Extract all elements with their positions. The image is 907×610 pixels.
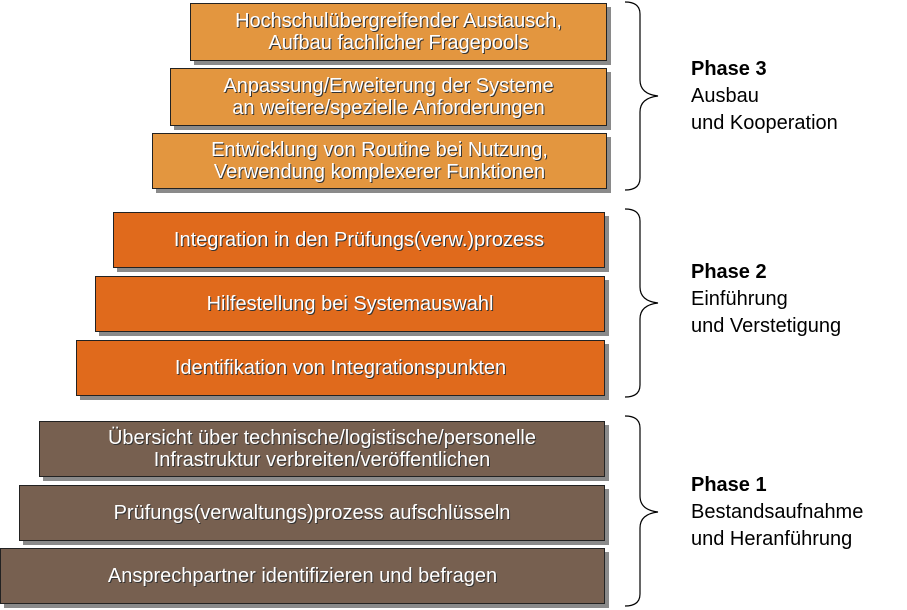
phase3-line1: Ausbau — [691, 85, 759, 107]
phase1-line1: Bestandsaufnahme — [691, 501, 864, 523]
phase2-title: Phase 2 — [691, 261, 767, 283]
phase3-step-3: Entwicklung von Routine bei Nutzung, Ver… — [152, 133, 607, 189]
phase1-brace-icon — [624, 415, 659, 607]
phase3-step-1: Hochschulübergreifender Austausch, Aufba… — [190, 3, 607, 61]
phase2-line2: und Verstetigung — [691, 315, 842, 337]
phase2-step-2: Hilfestellung bei Systemauswahl — [95, 276, 605, 332]
phase2-step-3: Identifikation von Integrationspunkten — [76, 340, 605, 396]
phase3-title: Phase 3 — [691, 58, 767, 80]
phase1-step-3: Ansprechpartner identifizieren und befra… — [0, 548, 605, 604]
phase2-line1: Einführung — [691, 288, 788, 310]
phase1-step-2: Prüfungs(verwaltungs)prozess aufschlüsse… — [19, 485, 605, 541]
phase1-line2: und Heranführung — [691, 528, 853, 550]
phase1-step-1: Übersicht über technische/logistische/pe… — [39, 421, 605, 477]
phase1-title: Phase 1 — [691, 474, 767, 496]
phase3-line2: und Kooperation — [691, 112, 838, 134]
phase2-step-1: Integration in den Prüfungs(verw.)prozes… — [113, 212, 605, 268]
phase1-label: Phase 1 Bestandsaufnahme und Heranführun… — [691, 472, 863, 553]
phase3-step-2: Anpassung/Erweiterung der Systeme an wei… — [170, 68, 607, 126]
phase3-label: Phase 3 Ausbau und Kooperation — [691, 56, 838, 137]
phase2-brace-icon — [624, 208, 659, 398]
phase2-label: Phase 2 Einführung und Verstetigung — [691, 259, 841, 340]
phase3-brace-icon — [624, 1, 659, 191]
